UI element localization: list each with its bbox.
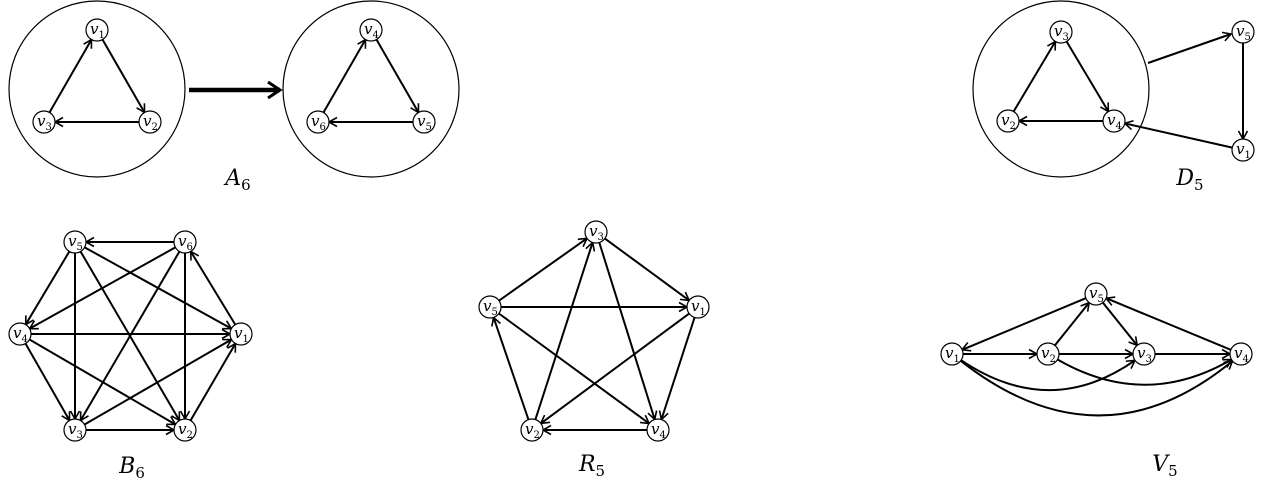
node-D5-v2 [996,109,1020,133]
node-R5-v3 [584,220,608,244]
edge-R5-v5-v3 [498,237,589,302]
edge-V5-v2-v5 [1054,301,1091,347]
edge-B6-v4-v2 [29,338,177,426]
edge-B6-v2-v1 [189,342,237,422]
node-R5-v5 [478,295,502,319]
node-V5-v2 [1036,342,1060,366]
edge-R5-v2-v5 [491,315,530,420]
node-B6-v2 [173,418,197,442]
node-B6-v4 [8,322,32,346]
edge-A6-v1-v2 [101,39,146,114]
node-B6-v1 [229,322,253,346]
node-A6-v4 [359,18,383,42]
edge-D5-v1-v4 [1123,120,1233,149]
node-B6-v3 [63,418,87,442]
module-arrow-D5 [1147,31,1233,64]
edge-V5-v1-v4 [960,359,1234,417]
edge-B6-v6-v3 [79,250,181,422]
node-A6-v2 [138,110,162,134]
edge-V5-v4-v5 [1104,296,1232,351]
node-D5-v5 [1231,20,1255,44]
graph-label-R5: R5 [578,452,605,480]
node-V5-v3 [1132,342,1156,366]
edge-R5-v5-v4 [498,312,651,425]
edge-R5-v3-v1 [604,237,691,302]
node-V5-v5 [1084,282,1108,306]
edge-V5-v1-v3 [960,359,1137,391]
edge-B6-v6-v4 [28,246,176,330]
edge-B6-v4-v3 [24,343,71,422]
node-A6-v6 [306,110,330,134]
edge-D5-v2-v3 [1012,40,1057,113]
edge-R5-v1-v4 [658,317,696,422]
edge-V5-v2-v4 [1057,358,1233,386]
edge-D5-v3-v4 [1065,40,1110,113]
node-R5-v1 [686,295,710,319]
node-V5-v4 [1229,342,1253,366]
node-R5-v2 [520,418,544,442]
node-A6-v1 [85,18,109,42]
edge-R5-v1-v2 [539,312,690,425]
edge-R5-v2-v3 [534,240,596,420]
edge-A6-v3-v1 [48,38,93,113]
node-A6-v5 [412,110,436,134]
edge-A6-v4-v5 [375,39,420,114]
node-D5-v3 [1049,20,1073,44]
graph-label-A6: A6 [223,166,250,194]
edge-B6-v5-v4 [24,250,71,326]
edge-V5-v5-v3 [1102,301,1139,347]
module-circle-D5-1 [972,0,1150,178]
module-circle-A6-1 [8,0,186,178]
node-R5-v4 [646,418,670,442]
node-B6-v5 [63,230,87,254]
edge-V5-v5-v1 [960,297,1087,352]
graph-label-D5: D5 [1175,166,1203,194]
edge-R5-v3-v4 [598,242,658,422]
node-D5-v4 [1102,109,1126,133]
edge-B6-v1-v6 [189,250,237,326]
graph-label-V5: V5 [1152,452,1177,480]
graph-label-B6: B6 [118,454,145,482]
edge-B6-v3-v1 [84,338,233,426]
node-D5-v1 [1231,138,1255,162]
node-B6-v6 [173,230,197,254]
edge-A6-v6-v4 [322,38,367,113]
module-circle-A6-2 [282,0,460,178]
node-A6-v3 [32,110,56,134]
node-V5-v1 [940,342,964,366]
